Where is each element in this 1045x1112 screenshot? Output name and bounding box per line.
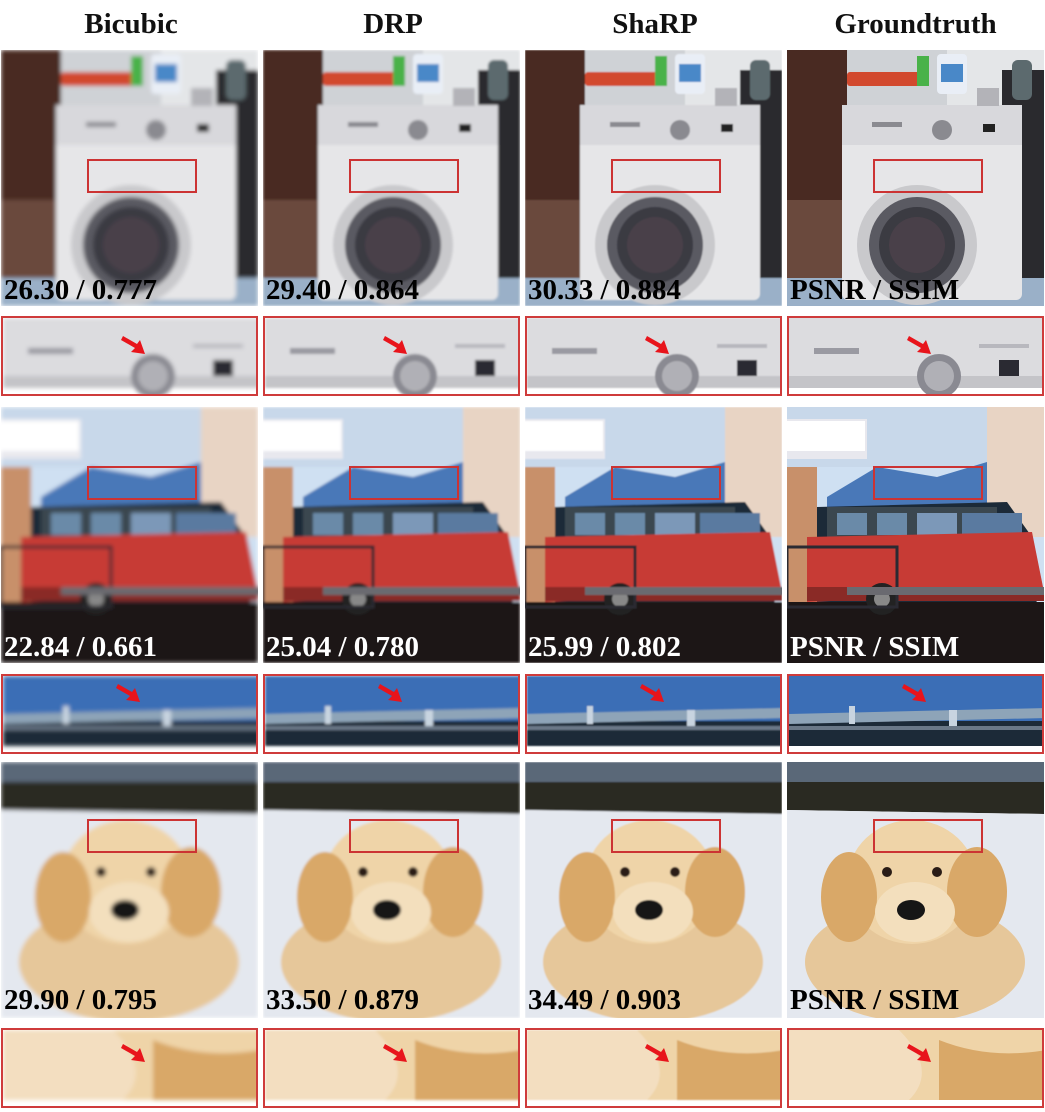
washer-image-bicubic [1,50,258,306]
dog-zoom-drp [263,1028,520,1108]
washer-image-groundtruth [787,50,1044,306]
column-header-groundtruth: Groundtruth [834,8,997,40]
column-header-sharp: ShaRP [612,8,698,40]
washer-metric-groundtruth: PSNR / SSIM [790,274,960,306]
car-zoom-groundtruth [787,674,1044,754]
washer-zoom-groundtruth [787,316,1044,396]
dog-zoom-sharp [525,1028,782,1108]
car-metric-bicubic: 22.84 / 0.661 [4,631,158,663]
washer-metric-sharp: 30.33 / 0.884 [528,274,682,306]
car-metric-sharp: 25.99 / 0.802 [528,631,682,663]
car-image-drp [263,407,520,663]
dog-image-drp [263,762,520,1018]
column-header-bicubic: Bicubic [84,8,178,40]
dog-metric-drp: 33.50 / 0.879 [266,984,420,1016]
washer-image-drp [263,50,520,306]
car-metric-groundtruth: PSNR / SSIM [790,631,960,663]
dog-metric-sharp: 34.49 / 0.903 [528,984,682,1016]
washer-metric-drp: 29.40 / 0.864 [266,274,420,306]
car-image-sharp [525,407,782,663]
dog-image-bicubic [1,762,258,1018]
washer-zoom-bicubic [1,316,258,396]
car-zoom-drp [263,674,520,754]
dog-image-groundtruth [787,762,1044,1018]
washer-metric-bicubic: 26.30 / 0.777 [4,274,158,306]
car-zoom-bicubic [1,674,258,754]
washer-zoom-drp [263,316,520,396]
dog-zoom-groundtruth [787,1028,1044,1108]
dog-image-sharp [525,762,782,1018]
dog-metric-bicubic: 29.90 / 0.795 [4,984,158,1016]
car-metric-drp: 25.04 / 0.780 [266,631,420,663]
car-image-bicubic [1,407,258,663]
column-header-drp: DRP [363,8,423,40]
car-zoom-sharp [525,674,782,754]
washer-image-sharp [525,50,782,306]
car-image-groundtruth [787,407,1044,663]
dog-zoom-bicubic [1,1028,258,1108]
dog-metric-groundtruth: PSNR / SSIM [790,984,960,1016]
washer-zoom-sharp [525,316,782,396]
